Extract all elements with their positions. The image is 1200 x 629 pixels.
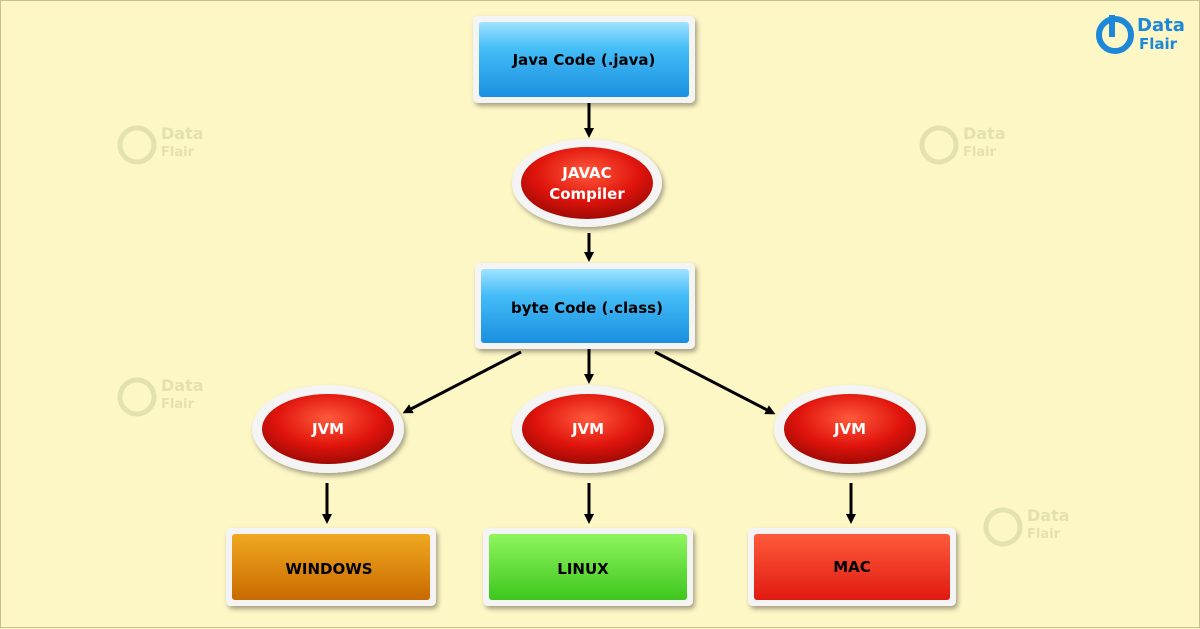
- brand-logo: Data Flair: [1096, 15, 1185, 54]
- node-javac-label-line2: Compiler: [549, 185, 625, 203]
- node-java-code-label: Java Code (.java): [512, 51, 656, 69]
- node-windows-label: WINDOWS: [285, 560, 372, 578]
- svg-text:Flair: Flair: [161, 145, 195, 160]
- brand-name-line1: Data: [1137, 15, 1185, 36]
- svg-text:Data: Data: [161, 124, 204, 143]
- node-linux-label: LINUX: [557, 560, 609, 578]
- svg-text:Flair: Flair: [161, 397, 195, 412]
- node-jvm-center-label: JVM: [571, 420, 604, 438]
- brand-name-line2: Flair: [1139, 35, 1178, 53]
- node-linux: LINUX: [483, 528, 693, 606]
- node-javac-compiler: JAVAC Compiler: [512, 139, 662, 227]
- node-jvm-right: JVM: [774, 385, 926, 473]
- arrow-bytecode-to-jvm-left: [402, 350, 522, 414]
- svg-text:Flair: Flair: [1027, 527, 1061, 542]
- svg-text:Flair: Flair: [963, 145, 997, 160]
- connectors: [322, 103, 856, 524]
- watermark-right-bottom: Data Flair: [983, 506, 1070, 547]
- watermark-left-top: Data Flair: [117, 124, 204, 165]
- node-jvm-right-label: JVM: [833, 420, 866, 438]
- watermark-right-top: Data Flair: [919, 124, 1006, 165]
- node-mac-label: MAC: [833, 558, 871, 576]
- svg-text:Data: Data: [963, 124, 1006, 143]
- watermark-left-mid: Data Flair: [117, 376, 204, 417]
- node-byte-code: byte Code (.class): [475, 263, 695, 349]
- node-java-code: Java Code (.java): [473, 16, 695, 103]
- node-byte-code-label: byte Code (.class): [511, 299, 663, 317]
- node-javac-label-line1: JAVAC: [561, 164, 611, 182]
- svg-text:Data: Data: [161, 376, 204, 395]
- arrow-bytecode-to-jvm-right: [654, 350, 776, 415]
- node-mac: MAC: [748, 528, 956, 606]
- svg-text:Data: Data: [1027, 506, 1070, 525]
- node-jvm-center: JVM: [512, 385, 664, 473]
- node-jvm-left-label: JVM: [311, 420, 344, 438]
- node-jvm-left: JVM: [252, 385, 404, 473]
- node-windows: WINDOWS: [226, 528, 436, 606]
